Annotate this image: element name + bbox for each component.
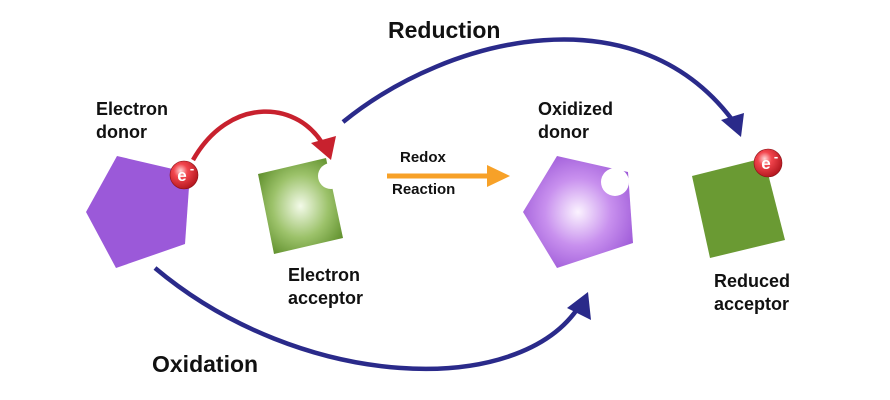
reduced-acceptor-shape (692, 158, 785, 258)
reduction-arrowhead (721, 113, 744, 137)
oxidized-donor-label: Oxidized donor (538, 98, 613, 143)
acceptor-electron-symbol: e (761, 154, 770, 173)
oxidized-donor-label-line2: donor (538, 121, 589, 142)
acceptor-electron: e - (753, 148, 783, 178)
oxidized-donor-label-line1: Oxidized (538, 99, 614, 119)
electron-transfer-arrowhead (311, 136, 336, 160)
donor-electron-charge: - (190, 161, 194, 176)
reduced-acceptor-label: Reduced acceptor (714, 270, 790, 315)
acceptor-electron-charge: - (774, 149, 778, 164)
redox-reaction-arrowhead (487, 165, 510, 187)
redox-label: Redox (400, 149, 446, 166)
oxidation-arrow (153, 266, 582, 372)
oxidation-arrowhead (567, 292, 591, 320)
reduction-arrow (341, 37, 738, 127)
electron-donor-shape (86, 156, 190, 268)
electron-acceptor-label-line1: Electron (288, 265, 361, 285)
electron-donor-label: Electron donor (96, 98, 168, 143)
reduced-acceptor-label-line2: acceptor (714, 293, 790, 314)
electron-acceptor-label-line2: acceptor (288, 287, 364, 308)
oxidation-label: Oxidation (152, 351, 259, 377)
donor-electron-symbol: e (177, 166, 186, 185)
electron-transfer-arrow (191, 109, 327, 162)
reduction-label: Reduction (388, 17, 501, 43)
donor-electron: e - (169, 160, 199, 190)
electron-donor-label-line2: donor (96, 121, 147, 142)
acceptor-binding-site (318, 163, 344, 189)
electron-donor-label-line1: Electron (96, 99, 169, 119)
oxidized-donor-binding-site (601, 168, 629, 196)
reaction-label: Reaction (392, 181, 456, 198)
electron-acceptor-label: Electron acceptor (288, 264, 363, 309)
reduced-acceptor-label-line1: Reduced (714, 271, 791, 291)
